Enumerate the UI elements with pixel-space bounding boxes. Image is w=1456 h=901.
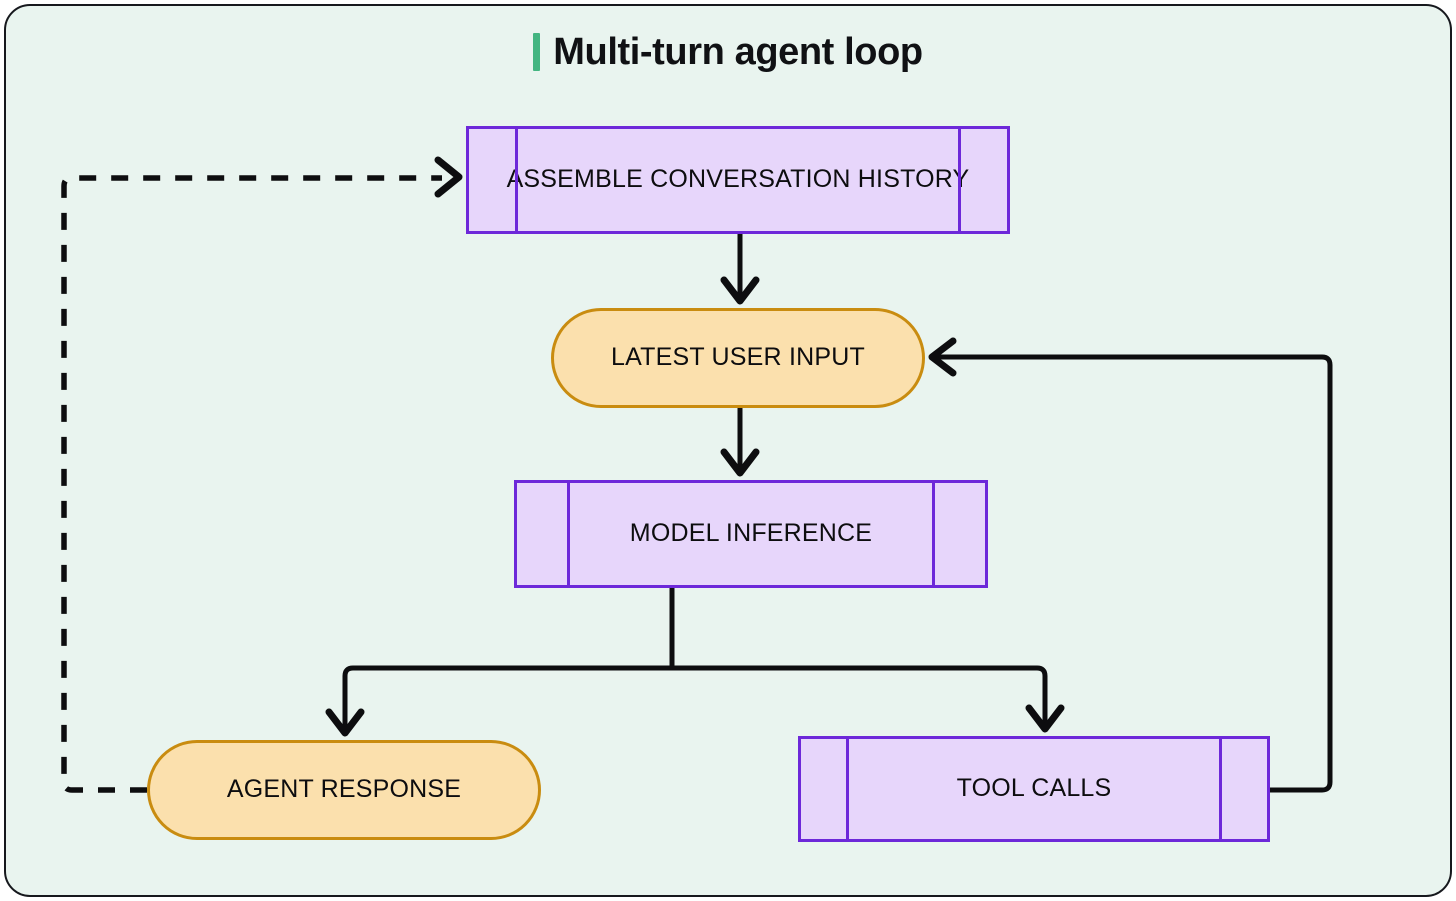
node-label: TOOL CALLS — [956, 774, 1112, 803]
page-title: Multi-turn agent loop — [553, 30, 923, 73]
diagram-title: Multi-turn agent loop — [0, 22, 1456, 82]
process-bar-right — [932, 483, 935, 585]
node-label: MODEL INFERENCE — [629, 519, 873, 548]
process-bar-right — [1219, 739, 1222, 839]
node-label: ASSEMBLE CONVERSATION HISTORY — [506, 165, 970, 194]
title-accent-bar — [533, 33, 541, 71]
process-bar-right — [958, 129, 961, 231]
node-tool-calls[interactable]: TOOL CALLS — [798, 736, 1270, 842]
node-label: LATEST USER INPUT — [611, 343, 865, 372]
process-bar-left — [846, 739, 849, 839]
node-model-inference[interactable]: MODEL INFERENCE — [514, 480, 988, 588]
process-bar-left — [567, 483, 570, 585]
node-agent-response[interactable]: AGENT RESPONSE — [147, 740, 541, 840]
node-label: AGENT RESPONSE — [226, 775, 462, 804]
node-latest-user-input[interactable]: LATEST USER INPUT — [551, 308, 925, 408]
process-bar-left — [515, 129, 518, 231]
node-assemble-conversation-history[interactable]: ASSEMBLE CONVERSATION HISTORY — [466, 126, 1010, 234]
